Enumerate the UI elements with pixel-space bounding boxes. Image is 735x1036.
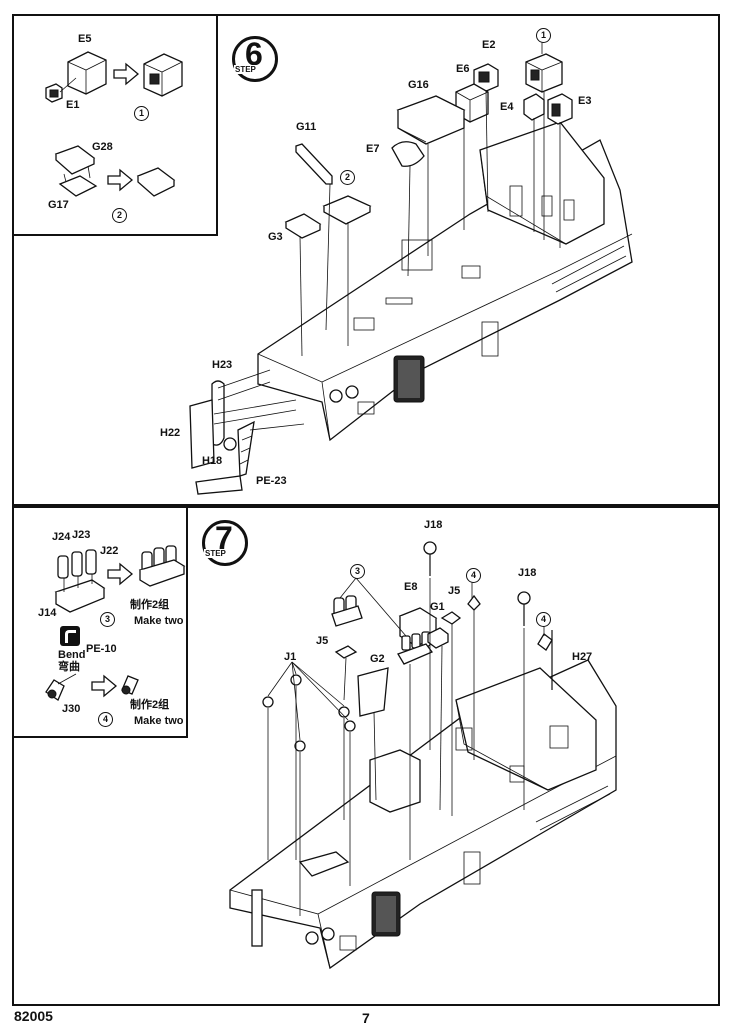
sub-step-4: 4 xyxy=(98,712,113,727)
step7-panel xyxy=(12,506,720,1006)
step6-badge: 6 STEP xyxy=(232,36,278,82)
label-pe23: PE-23 xyxy=(256,475,287,487)
ref-3: 3 xyxy=(350,564,365,579)
label-j23: J23 xyxy=(72,529,91,541)
label-j1: J1 xyxy=(284,651,297,663)
step6-inset-box xyxy=(12,14,218,236)
sub-step-2: 2 xyxy=(112,208,127,223)
page-number: 7 xyxy=(362,1010,370,1026)
make-two-en-2: Make two xyxy=(134,715,184,727)
ref-4-b: 4 xyxy=(536,612,551,627)
step7-inset-box xyxy=(12,506,188,738)
label-g16: G16 xyxy=(408,79,429,91)
label-h23: H23 xyxy=(212,359,233,371)
model-code: 82005 xyxy=(14,1008,53,1024)
step6-panel xyxy=(12,14,720,506)
ref-2: 2 xyxy=(340,170,355,185)
label-j5-b: J5 xyxy=(316,635,329,647)
step7-hull xyxy=(229,659,617,970)
sub-step-1: 1 xyxy=(134,106,149,121)
bend-label-cn: 弯曲 xyxy=(58,661,80,673)
label-h18: H18 xyxy=(202,455,223,467)
label-e3: E3 xyxy=(578,95,592,107)
label-j30: J30 xyxy=(62,703,81,715)
label-e4: E4 xyxy=(500,101,514,113)
label-e2: E2 xyxy=(482,39,496,51)
step7-parts xyxy=(262,541,553,916)
step7-number: 7 xyxy=(215,520,233,556)
label-j18-a: J18 xyxy=(424,519,443,531)
step7-inset-art xyxy=(45,545,186,701)
bend-label-en: Bend xyxy=(58,649,86,661)
label-j14: J14 xyxy=(38,607,57,619)
ref-4-a: 4 xyxy=(466,568,481,583)
label-j5-a: J5 xyxy=(448,585,461,597)
label-e8: E8 xyxy=(404,581,418,593)
step7-word: STEP xyxy=(204,549,227,558)
label-pe10: PE-10 xyxy=(86,643,117,655)
label-j24: J24 xyxy=(52,531,71,543)
step6-parts xyxy=(189,40,573,495)
step6-inset-art xyxy=(45,51,183,197)
label-g11: G11 xyxy=(296,121,317,133)
make-two-cn-2: 制作2组 xyxy=(130,699,170,711)
step6-word: STEP xyxy=(234,65,257,74)
label-g17: G17 xyxy=(48,199,69,211)
label-j18-b: J18 xyxy=(518,567,537,579)
label-g3: G3 xyxy=(268,231,283,243)
label-j22: J22 xyxy=(100,545,119,557)
label-e1: E1 xyxy=(66,99,80,111)
step6-hull xyxy=(257,121,633,442)
label-h27: H27 xyxy=(572,651,593,663)
make-two-cn-1: 制作2组 xyxy=(130,599,170,611)
label-e7: E7 xyxy=(366,143,380,155)
bend-icon xyxy=(60,626,80,646)
label-h22: H22 xyxy=(160,427,181,439)
label-g2: G2 xyxy=(370,653,385,665)
ref-1: 1 xyxy=(536,28,551,43)
step7-badge: 7 STEP xyxy=(202,520,248,566)
step6-number: 6 xyxy=(245,36,263,72)
label-e5: E5 xyxy=(78,33,92,45)
label-g28: G28 xyxy=(92,141,113,153)
sub-step-3: 3 xyxy=(100,612,115,627)
label-g1: G1 xyxy=(430,601,445,613)
make-two-en-1: Make two xyxy=(134,615,184,627)
label-e6: E6 xyxy=(456,63,470,75)
